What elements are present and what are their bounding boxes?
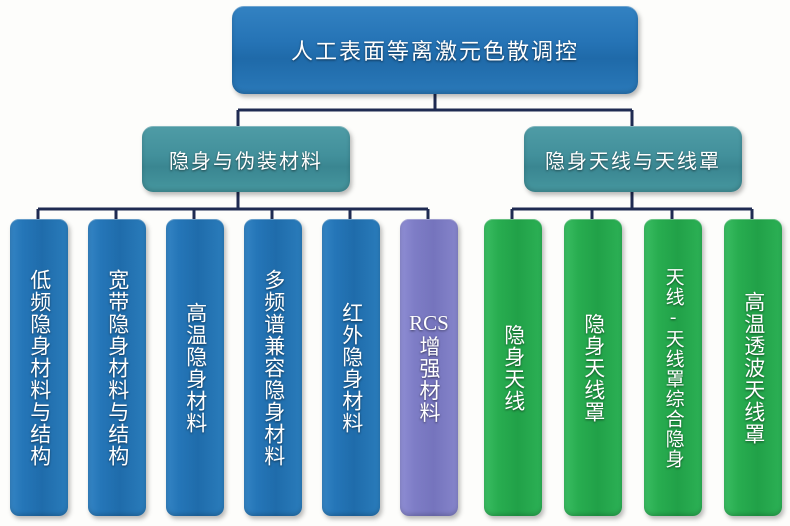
leaf-node-label: 高温隐身材料 (183, 301, 208, 434)
leaf-node-8[interactable]: 隐身天线罩 (564, 219, 622, 516)
root-node[interactable]: 人工表面等离激元色散调控 (232, 6, 638, 94)
leaf-node-label: 天线-天线罩综合隐身 (662, 266, 684, 469)
leaf-node-label: 隐身天线 (501, 323, 526, 412)
leaf-node-label-cjk: 增强材料 (416, 335, 441, 424)
leaf-node-label: 多频谱兼容隐身材料 (261, 268, 286, 467)
leaf-node-7[interactable]: 隐身天线 (484, 219, 542, 516)
branch-node-label: 隐身与伪装材料 (169, 150, 323, 173)
leaf-node-9[interactable]: 天线-天线罩综合隐身 (644, 219, 702, 516)
leaf-node-5[interactable]: 红外隐身材料 (322, 219, 380, 516)
leaf-node-label: 宽带隐身材料与结构 (105, 268, 130, 467)
branch-node-stealth-antenna-radome[interactable]: 隐身天线与天线罩 (524, 126, 742, 192)
leaf-node-label: 隐身天线罩 (581, 312, 606, 423)
leaf-node-4[interactable]: 多频谱兼容隐身材料 (244, 219, 302, 516)
leaf-node-label: 低频隐身材料与结构 (27, 268, 52, 467)
leaf-node-10[interactable]: 高温透波天线罩 (724, 219, 782, 516)
leaf-node-1[interactable]: 低频隐身材料与结构 (10, 219, 68, 516)
root-node-label: 人工表面等离激元色散调控 (290, 39, 579, 64)
leaf-node-2[interactable]: 宽带隐身材料与结构 (88, 219, 146, 516)
leaf-node-3[interactable]: 高温隐身材料 (166, 219, 224, 516)
leaf-node-6[interactable]: RCS增强材料 (400, 219, 458, 516)
branch-node-stealth-camouflage-materials[interactable]: 隐身与伪装材料 (142, 126, 350, 192)
leaf-node-label: 红外隐身材料 (339, 301, 364, 434)
leaf-node-label: RCS增强材料 (409, 310, 449, 424)
leaf-node-label: 高温透波天线罩 (741, 290, 766, 445)
branch-node-label: 隐身天线与天线罩 (545, 150, 721, 173)
leaf-node-label-latin: RCS (409, 310, 449, 335)
